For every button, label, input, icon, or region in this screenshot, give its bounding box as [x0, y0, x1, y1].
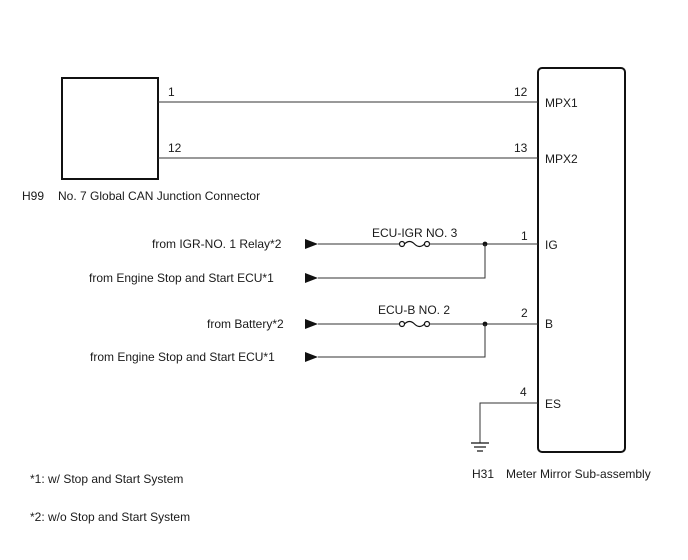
- meter-pin-mpx1: 12: [514, 85, 528, 99]
- meter-mirror-box: [537, 67, 626, 453]
- arrow-battery: [305, 319, 318, 329]
- arrow-igr-relay: [305, 239, 318, 249]
- note-stop-start: *1: w/ Stop and Start System: [30, 472, 183, 486]
- fuse-ecu-igr-symbol: [398, 240, 431, 248]
- note-no-stop-start: *2: w/o Stop and Start System: [30, 510, 190, 524]
- meter-terminal-ig: IG: [545, 238, 558, 252]
- meter-pin-mpx2: 13: [514, 141, 528, 155]
- meter-pin-ig: 1: [521, 229, 528, 243]
- junction-connector-box: [61, 77, 159, 180]
- junction-connector-code: H99: [22, 189, 44, 203]
- fuse-ecu-igr-label: ECU-IGR NO. 3: [372, 226, 458, 240]
- meter-terminal-b: B: [545, 317, 553, 331]
- junction-pin-mpx2: 12: [168, 141, 182, 155]
- source-engine-stop-ecu-b: from Engine Stop and Start ECU*1: [90, 350, 275, 364]
- source-igr-relay: from IGR-NO. 1 Relay*2: [152, 237, 282, 251]
- arrow-engine-stop-ecu-b: [305, 352, 318, 362]
- fuse-ecu-b-symbol: [398, 320, 431, 328]
- junction-pin-mpx1: 1: [168, 85, 175, 99]
- ground-icon: [471, 442, 489, 452]
- wire-es-ground: [479, 402, 538, 443]
- meter-terminal-mpx2: MPX2: [545, 152, 578, 166]
- source-battery: from Battery*2: [207, 317, 284, 331]
- meter-terminal-mpx1: MPX1: [545, 96, 578, 110]
- wire-engine-stop-ecu-ig: [318, 244, 486, 279]
- meter-mirror-code: H31: [472, 467, 494, 481]
- wire-engine-stop-ecu-b: [318, 324, 486, 358]
- junction-connector-name: No. 7 Global CAN Junction Connector: [58, 189, 260, 203]
- meter-terminal-es: ES: [545, 397, 561, 411]
- arrow-engine-stop-ecu-ig: [305, 273, 318, 283]
- source-engine-stop-ecu-ig: from Engine Stop and Start ECU*1: [89, 271, 274, 285]
- fuse-ecu-b-label: ECU-B NO. 2: [378, 303, 450, 317]
- meter-pin-es: 4: [520, 385, 527, 399]
- meter-pin-b: 2: [521, 306, 528, 320]
- meter-mirror-name: Meter Mirror Sub-assembly: [506, 467, 651, 481]
